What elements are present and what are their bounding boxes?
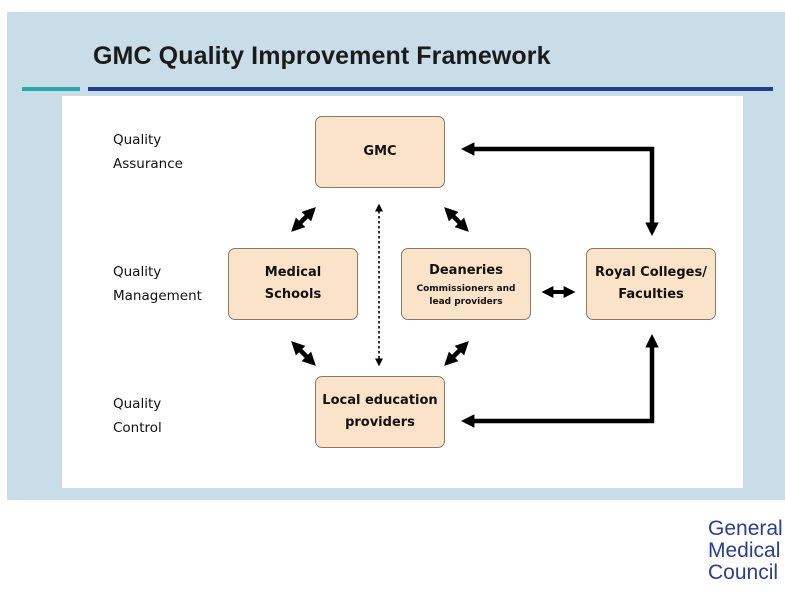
node-royal-colleges-label: Royal Colleges/ Faculties	[595, 265, 707, 302]
node-deaneries-label: Deaneries	[429, 262, 503, 278]
gmc-logo-wordmark: General Medical Council	[708, 518, 783, 584]
arrow-gmc-deaneries	[444, 207, 469, 232]
level-label-quality-assurance: Quality Assurance	[113, 132, 183, 172]
node-royal-colleges: Royal Colleges/ Faculties	[586, 248, 716, 320]
level-label-quality-control: Quality Control	[113, 396, 162, 436]
title-rule-teal	[22, 87, 80, 91]
node-deaneries: Deaneries Commissioners and lead provide…	[401, 248, 531, 320]
node-deaneries-sublabel: Commissioners and lead providers	[416, 283, 516, 307]
node-gmc: GMC	[315, 116, 445, 188]
node-medical-schools: Medical Schools	[228, 248, 358, 320]
arrow-gmc-medical-schools	[291, 207, 316, 232]
title-rule-blue	[88, 87, 773, 91]
arrow-royal-colleges-gmc	[460, 142, 659, 237]
level-label-quality-management: Quality Management	[113, 264, 202, 304]
node-local-education-providers: Local education providers	[315, 376, 445, 448]
arrow-medical-schools-local-providers	[291, 341, 316, 366]
arrow-royal-colleges-local-providers	[460, 333, 659, 428]
slide-title: GMC Quality Improvement Framework	[93, 42, 551, 70]
node-local-providers-label: Local education providers	[322, 393, 438, 430]
node-medical-schools-label: Medical Schools	[264, 265, 322, 302]
arrow-deaneries-local-providers	[444, 341, 469, 366]
node-gmc-label: GMC	[363, 144, 397, 159]
